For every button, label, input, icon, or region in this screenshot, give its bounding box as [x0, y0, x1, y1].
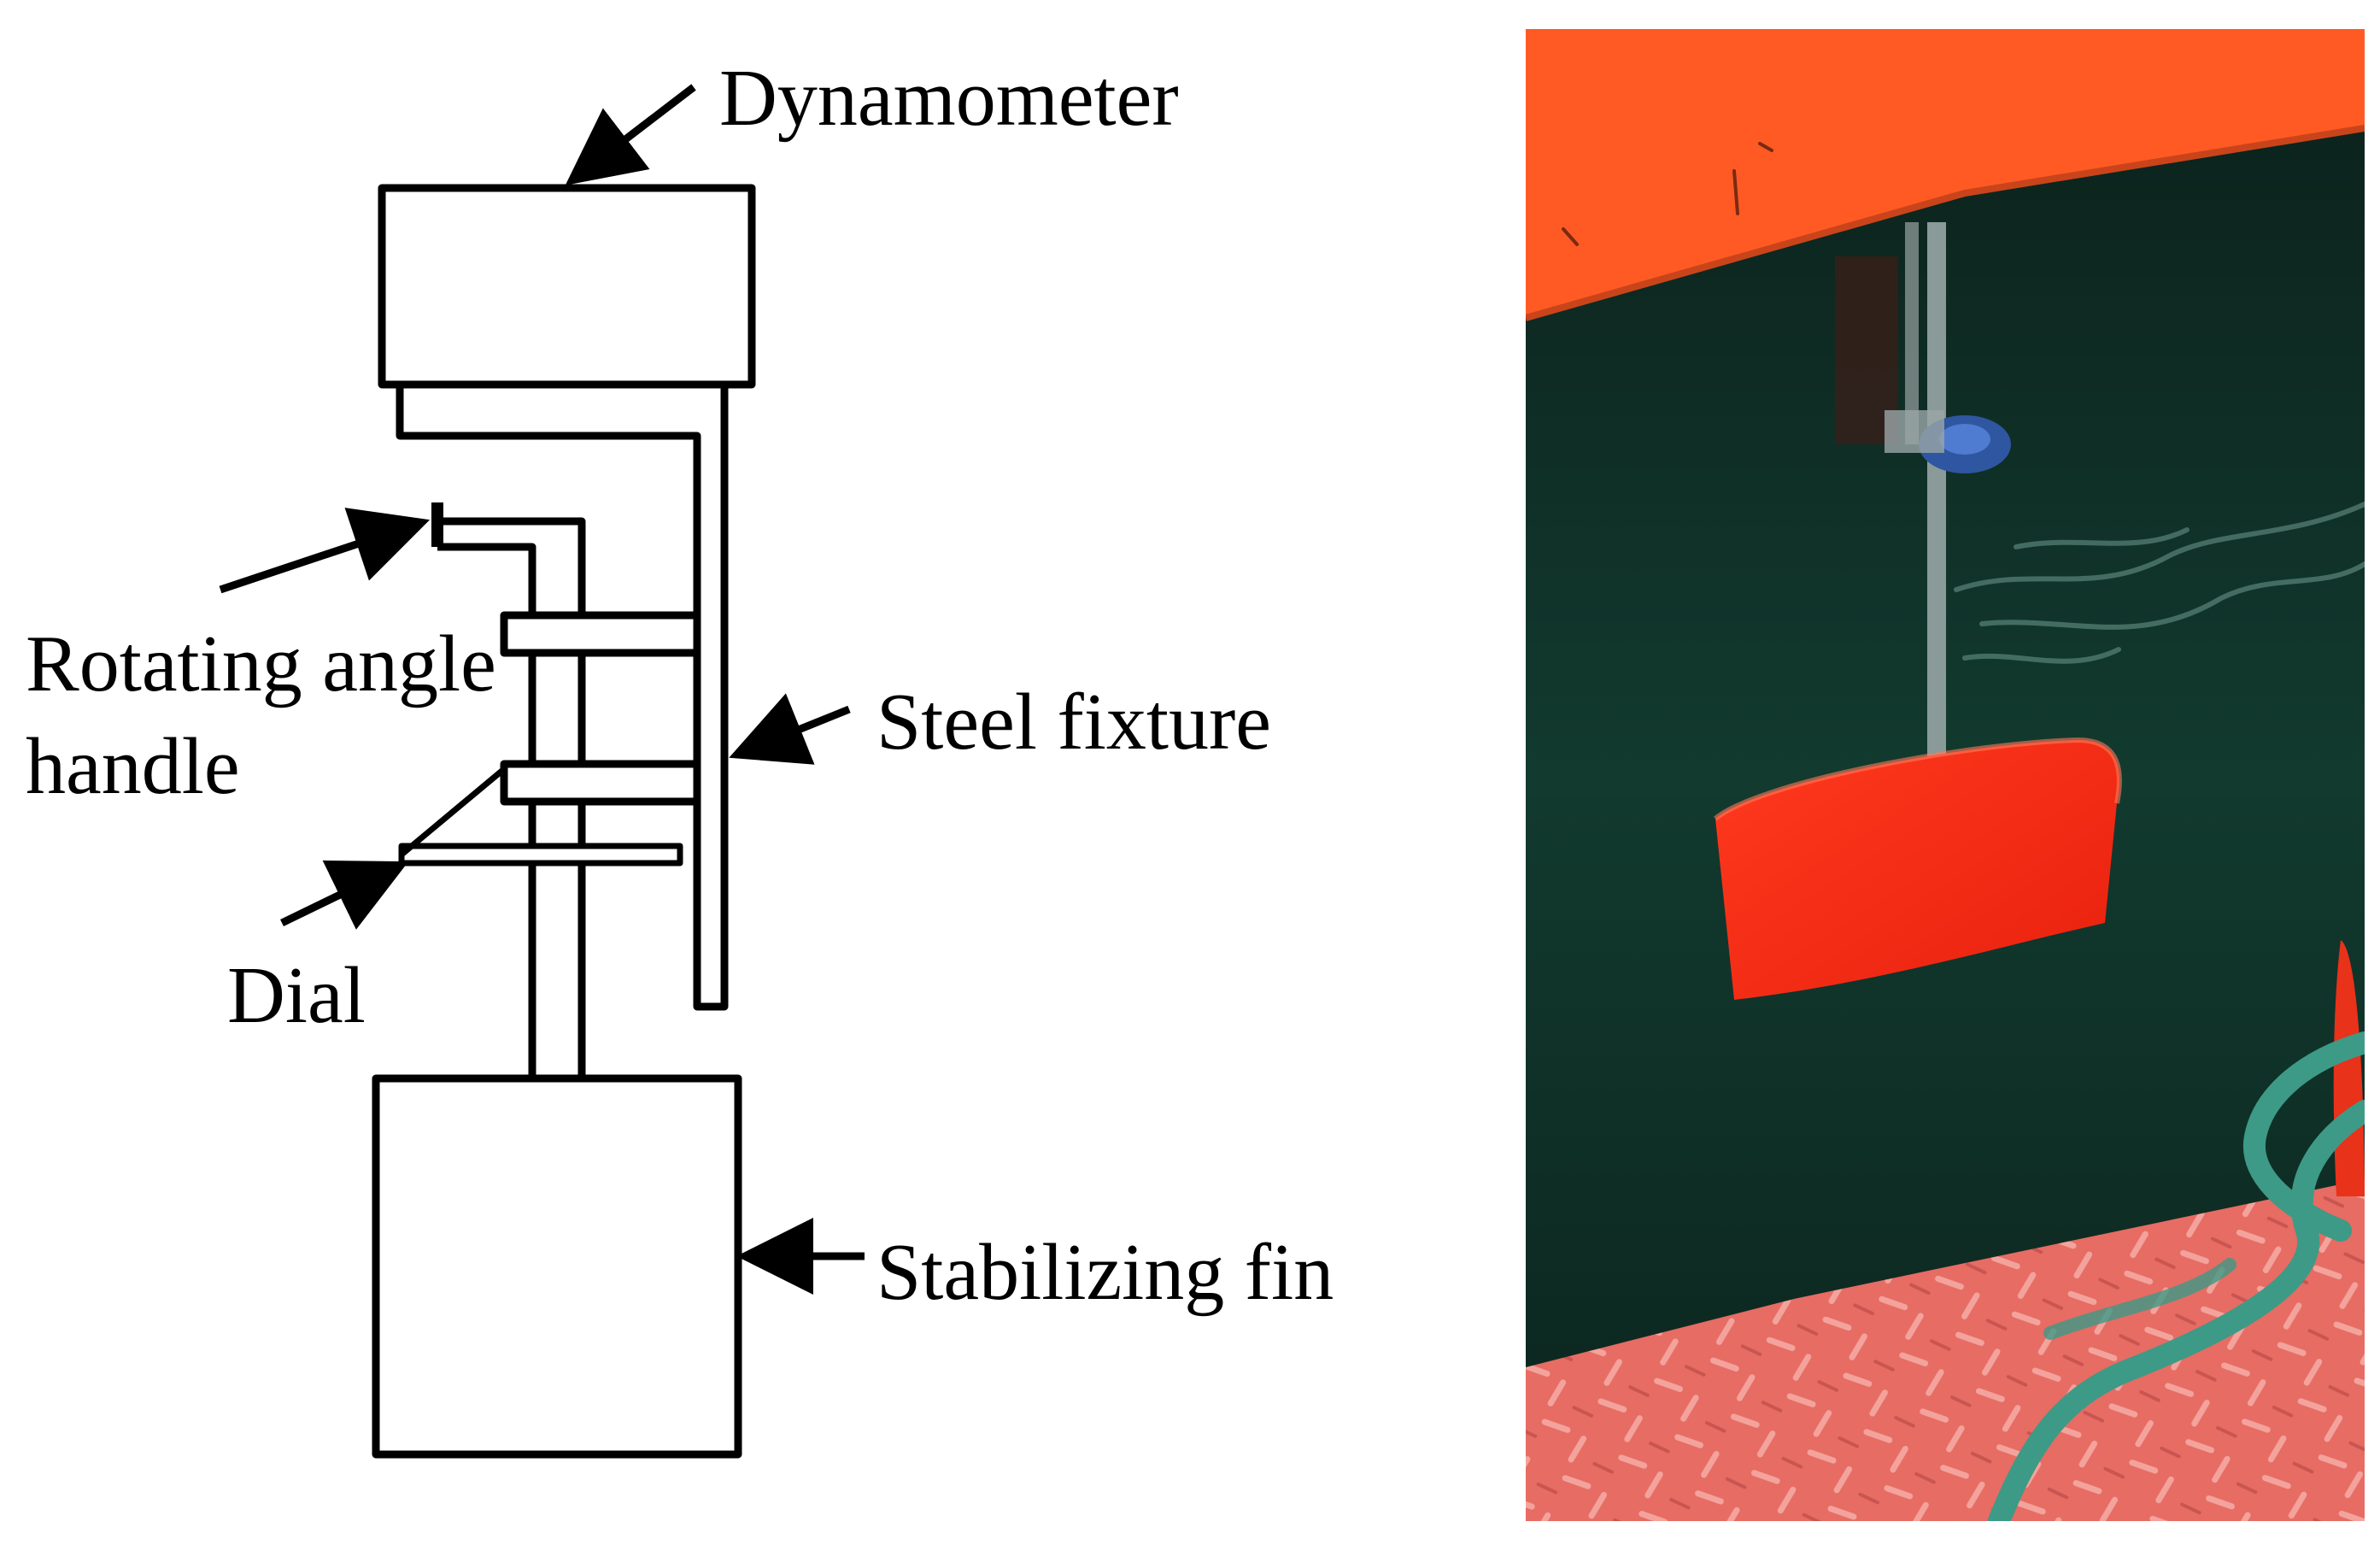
label-stabilizing-fin: Stabilizing fin	[876, 1228, 1334, 1317]
photo-deck	[1526, 1179, 2365, 1521]
arrow-handle	[219, 508, 431, 594]
photo-wake	[1954, 502, 2365, 664]
lower-clamp	[500, 760, 701, 806]
arrow-dynamometer	[565, 84, 696, 185]
dynamometer-box	[378, 184, 756, 389]
steel-fixture	[396, 385, 729, 1011]
upper-clamp	[500, 611, 701, 657]
photo-hull	[1526, 29, 2365, 318]
arrow-dial	[280, 860, 409, 930]
arrow-steel-fixture	[729, 693, 851, 765]
label-dynamometer: Dynamometer	[719, 54, 1179, 143]
photo-rope	[1988, 1031, 2365, 1521]
dial-plate	[398, 843, 683, 867]
label-steel-fixture: Steel fixture	[876, 678, 1271, 767]
photo-strut	[1927, 222, 1946, 769]
photo-fin	[1715, 740, 2119, 1000]
label-dial: Dial	[227, 951, 366, 1040]
label-rotating-angle: Rotating angle	[26, 620, 496, 708]
schematic	[372, 184, 756, 1459]
arrows	[219, 84, 865, 1295]
dial-pointer	[399, 767, 507, 857]
label-handle: handle	[26, 722, 240, 811]
rotating-angle-handle	[437, 517, 586, 1078]
photo	[1526, 29, 2365, 1521]
stabilizing-fin-box	[372, 1074, 742, 1459]
